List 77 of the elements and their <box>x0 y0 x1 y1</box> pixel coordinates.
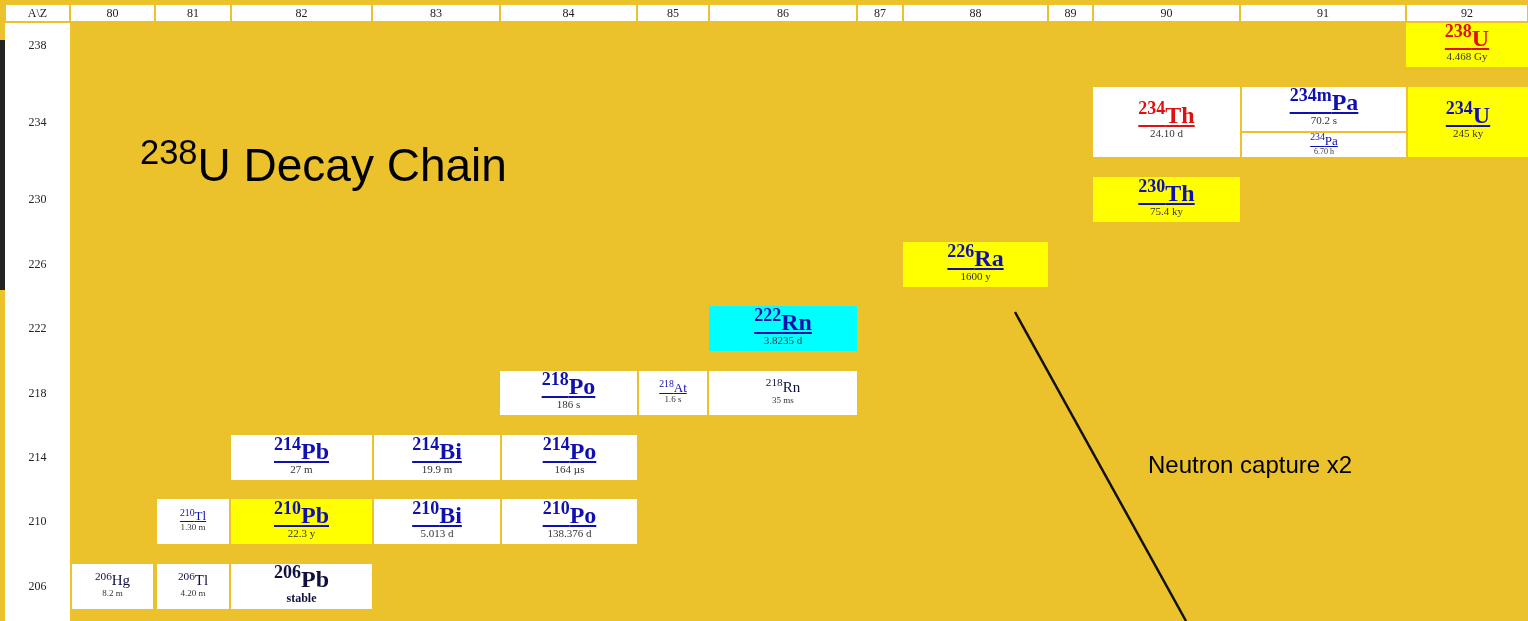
isotope-symbol: $^{214}$Pb <box>274 438 329 463</box>
isotope-symbol: $^{210}$Po <box>542 502 597 527</box>
isotope-cell <box>1406 23 1528 67</box>
column-header: 92 <box>1407 5 1527 21</box>
column-header: 87 <box>858 5 902 21</box>
isotope-cell <box>374 499 500 544</box>
isotope-cell <box>1408 87 1528 157</box>
isotope-cell <box>709 306 857 351</box>
isotope-cell <box>374 435 500 480</box>
column-header: 83 <box>373 5 499 21</box>
annotation-text: Neutron capture x2 <box>1148 450 1353 480</box>
isotope-symbol: $^{234}$Pa <box>1310 133 1338 147</box>
row-header: 226 <box>27 256 48 272</box>
column-header: 88 <box>904 5 1047 21</box>
half-life: 1.30 m <box>180 522 206 534</box>
isotope-symbol: $^{234m}$Pa <box>1289 90 1359 115</box>
isotope-symbol: $^{234}$Th <box>1138 103 1195 128</box>
column-header: 86 <box>710 5 856 21</box>
half-life: 245 ky <box>1452 127 1484 141</box>
isotope-symbol: $^{214}$Po <box>542 438 597 463</box>
isotope-symbol: $^{218}$Po <box>541 374 596 399</box>
isotope-cell <box>639 371 707 415</box>
row-header: 230 <box>27 191 48 207</box>
isotope-symbol: $^{206}$Pb <box>274 567 329 591</box>
isotope-cell <box>1093 177 1240 222</box>
isotope-symbol: $^{210}$Bi <box>412 502 462 527</box>
isotope-cell <box>1242 87 1406 131</box>
column-header: 89 <box>1049 5 1092 21</box>
column-header: 84 <box>501 5 636 21</box>
column-header: 85 <box>638 5 708 21</box>
isotope-symbol: $^{210}$Pb <box>274 502 329 527</box>
row-header: 238 <box>27 37 48 53</box>
isotope-cell <box>157 499 229 544</box>
isotope-cell <box>903 242 1048 287</box>
column-header: A\Z <box>6 5 69 21</box>
row-header: 218 <box>27 385 48 401</box>
isotope-symbol: $^{234}$U <box>1445 103 1491 128</box>
isotope-cell <box>1242 133 1406 157</box>
isotope-symbol: $^{206}$Hg <box>94 573 131 589</box>
isotope-symbol: $^{210}$Tl <box>179 509 207 523</box>
column-header: 80 <box>71 5 154 21</box>
isotope-cell <box>231 564 372 609</box>
half-life: 4.20 m <box>180 588 206 600</box>
isotope-cell <box>1093 87 1240 157</box>
isotope-symbol: $^{226}$Ra <box>947 245 1004 270</box>
isotope-cell <box>709 371 857 415</box>
isotope-symbol: $^{222}$Rn <box>754 309 812 334</box>
isotope-cell <box>500 371 637 415</box>
title: $^{238}$U Decay Chain <box>140 138 507 192</box>
half-life: 6.70 h <box>1314 146 1334 157</box>
half-life: 1.6 s <box>664 393 682 406</box>
row-header: 222 <box>27 320 48 336</box>
column-header: 91 <box>1241 5 1405 21</box>
isotope-cell <box>502 499 637 544</box>
isotope-symbol: $^{206}$Tl <box>177 573 209 589</box>
half-life: 35 ms <box>772 394 794 407</box>
column-header: 81 <box>156 5 230 21</box>
half-life: 138.376 d <box>547 526 592 541</box>
isotope-cell <box>157 564 229 609</box>
isotope-symbol: $^{238}$U <box>1444 26 1490 51</box>
isotope-cell <box>231 435 372 480</box>
isotope-cell <box>72 564 153 609</box>
isotope-symbol: $^{214}$Bi <box>412 438 462 463</box>
column-header: 82 <box>232 5 371 21</box>
half-life: 4.468 Gy <box>1446 50 1488 64</box>
half-life: 8.2 m <box>102 588 123 600</box>
isotope-cell <box>231 499 372 544</box>
row-header: 214 <box>27 449 48 465</box>
isotope-symbol: $^{218}$At <box>659 380 687 394</box>
row-header: 234 <box>27 114 48 130</box>
row-header: 206 <box>27 578 48 594</box>
isotope-cell <box>502 435 637 480</box>
isotope-symbol: $^{218}$Rn <box>765 379 801 395</box>
row-header: 210 <box>27 513 48 529</box>
isotope-symbol: $^{230}$Th <box>1138 180 1195 205</box>
half-life: stable <box>286 591 317 606</box>
column-header: 90 <box>1094 5 1239 21</box>
